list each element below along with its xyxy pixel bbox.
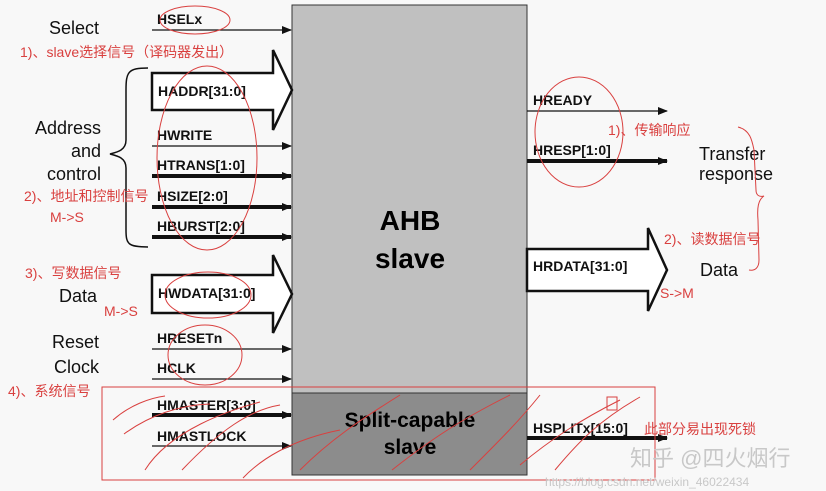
annotation-wdata-dir: M->S (104, 303, 138, 319)
data-out-label: Data (700, 260, 739, 280)
hready-label: HREADY (533, 92, 593, 108)
annotation-response: 1)、传输响应 (608, 122, 690, 138)
split-title-2: slave (384, 436, 437, 459)
hsplitx-label: HSPLITx[15:0] (533, 420, 628, 436)
address-brace (109, 67, 149, 248)
select-label: Select (49, 18, 99, 38)
hmastlock-label: HMASTLOCK (157, 428, 246, 444)
hselx-circle (159, 5, 231, 35)
annotation-system: 4)、系统信号 (8, 383, 90, 399)
reset-label: Reset (52, 332, 99, 352)
response-circle (534, 76, 624, 188)
data-in-label: Data (59, 286, 98, 306)
address-label-2: and (71, 141, 101, 161)
annotation-deadlock: 此部分易出现死锁 (644, 421, 756, 437)
annotation-rdata-dir: S->M (660, 285, 694, 301)
haddr-label: HADDR[31:0] (158, 83, 246, 99)
annotation-rdata: 2)、读数据信号 (664, 231, 760, 247)
hresetn-label: HRESETn (157, 330, 222, 346)
split-title-1: Split-capable (345, 409, 476, 432)
hsize-label: HSIZE[2:0] (157, 188, 228, 204)
hwdata-label: HWDATA[31:0] (158, 285, 255, 301)
annotation-wdata: 3)、写数据信号 (25, 265, 121, 281)
clock-label: Clock (54, 357, 100, 377)
address-circle (156, 65, 258, 251)
system-circle (167, 324, 243, 386)
split-capable-block (291, 392, 528, 476)
slave-title-1: AHB (380, 205, 441, 236)
input-signals (152, 26, 668, 450)
transfer-label-2: response (699, 164, 773, 184)
hwdata-circle (164, 271, 252, 319)
zhihu-watermark: 知乎 @四火烟行 (630, 446, 790, 471)
annotation-address-dir: M->S (50, 209, 84, 225)
htrans-label: HTRANS[1:0] (157, 157, 245, 173)
hrdata-bus-arrow (525, 227, 669, 312)
annotation-select: 1)、slave选择信号（译码器发出） (20, 44, 233, 60)
address-label-3: control (47, 164, 101, 184)
url-watermark: https://blog.csdn.net/weixin_46022434 (545, 475, 749, 489)
annotation-marks (101, 5, 765, 481)
hrdata-label: HRDATA[31:0] (533, 258, 627, 274)
deadlock-box (101, 386, 656, 481)
hburst-label: HBURST[2:0] (157, 218, 245, 234)
hmaster-label: HMASTER[3:0] (157, 397, 256, 413)
hclk-label: HCLK (157, 360, 196, 376)
haddr-bus-arrow (150, 49, 294, 131)
deadlock-square (606, 396, 618, 411)
response-brace (737, 126, 765, 271)
hselx-label: HSELx (157, 11, 202, 27)
hresp-label: HRESP[1:0] (533, 142, 611, 158)
annotation-address: 2)、地址和控制信号 (24, 188, 148, 204)
transfer-label-1: Transfer (699, 144, 765, 164)
hwrite-label: HWRITE (157, 127, 212, 143)
address-label-1: Address (35, 118, 101, 138)
slave-title-2: slave (375, 243, 445, 274)
ahb-slave-block (291, 4, 528, 394)
hwdata-bus-arrow (150, 254, 294, 334)
